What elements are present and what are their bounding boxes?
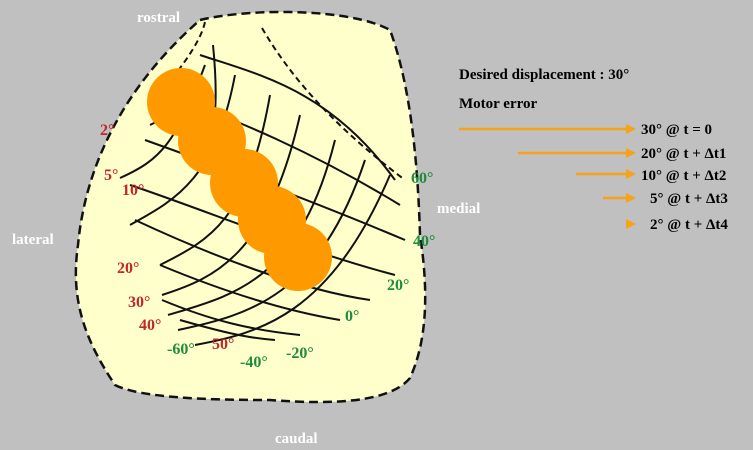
- direction-label: 0°: [345, 308, 359, 325]
- iso-direction-line: [159, 264, 341, 321]
- label-caudal: caudal: [275, 431, 318, 447]
- arrow-head: [626, 169, 636, 179]
- amplitude-label: 50°: [212, 336, 234, 353]
- label-medial: medial: [437, 201, 480, 217]
- legend-title: Desired displacement : 30°: [459, 67, 629, 83]
- iso-amplitude-line: [161, 114, 301, 296]
- direction-label: -60°: [167, 341, 195, 358]
- iso-amplitude-line: [159, 94, 271, 266]
- label-lateral: lateral: [12, 232, 54, 248]
- legend-subtitle: Motor error: [459, 96, 537, 112]
- direction-label: 40°: [413, 233, 435, 250]
- direction-label: -40°: [240, 354, 268, 371]
- amplitude-label: 30°: [128, 294, 150, 311]
- iso-direction-line: [179, 319, 276, 341]
- motor-error-row: 2° @ t + Δt4: [650, 217, 728, 233]
- activity-spot-2: [147, 68, 215, 136]
- arrow-head: [626, 193, 636, 203]
- amplitude-label: 5°: [104, 167, 118, 184]
- amplitude-label: 10°: [122, 182, 144, 199]
- iso-direction-line: [161, 299, 301, 336]
- iso-direction-line: [199, 54, 396, 181]
- arrow-head: [626, 124, 636, 134]
- label-rostral: rostral: [137, 10, 180, 26]
- direction-label: -20°: [286, 345, 314, 362]
- iso-direction-line: [134, 219, 371, 301]
- direction-label: 60°: [411, 170, 433, 187]
- arrow-head: [626, 219, 636, 229]
- motor-error-row: 20° @ t + Δt1: [641, 146, 726, 162]
- amplitude-label: 40°: [139, 317, 161, 334]
- activity-spots: [147, 68, 332, 291]
- iso-amplitude-line: [177, 159, 366, 331]
- iso-amplitude-line: [129, 74, 236, 226]
- motor-error-row: 30° @ t = 0: [641, 122, 712, 138]
- motor-error-row: 10° @ t + Δt2: [641, 168, 726, 184]
- amplitude-label: 2°: [100, 122, 114, 139]
- motor-error-arrows: [459, 124, 636, 229]
- motor-error-row: 5° @ t + Δt3: [650, 191, 728, 207]
- direction-label: 20°: [387, 277, 409, 294]
- amplitude-label: 20°: [117, 260, 139, 277]
- arrow-head: [626, 148, 636, 158]
